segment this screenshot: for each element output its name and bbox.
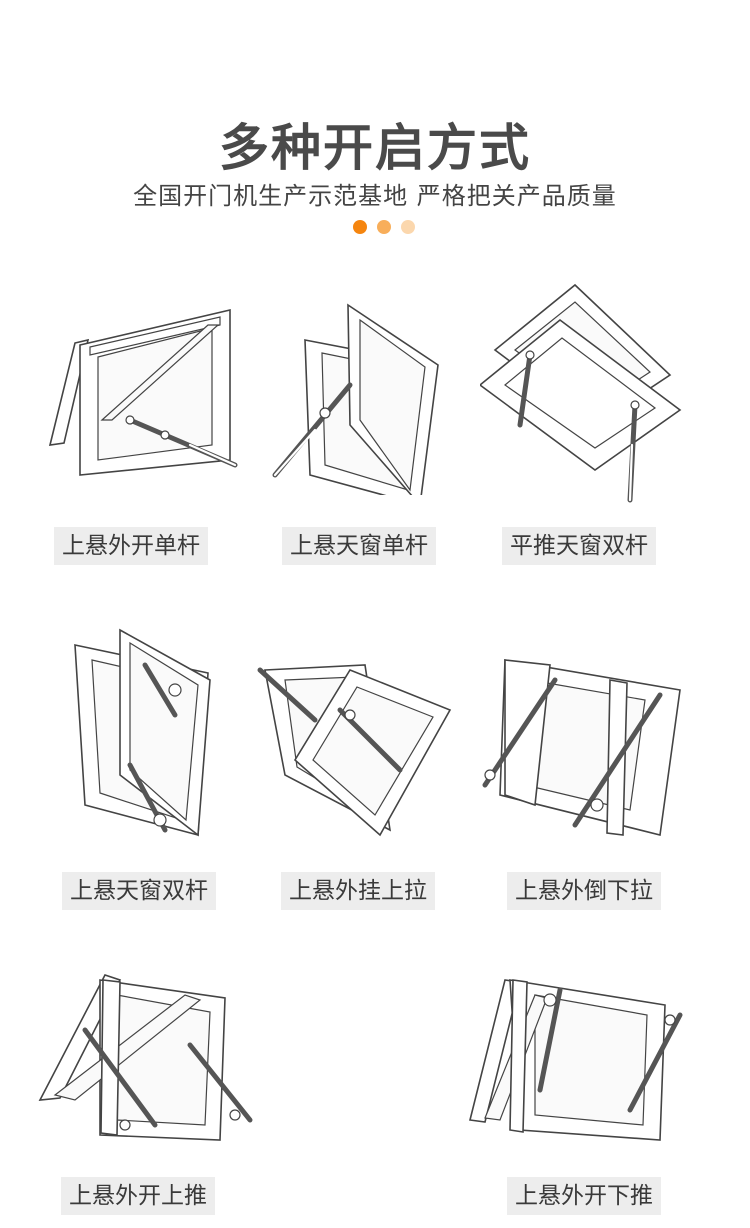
- dot-2: [377, 220, 391, 234]
- item-label: 上悬外挂上拉: [281, 872, 435, 910]
- top-hung-external-pull-up-diagram-icon: [257, 664, 452, 837]
- top-hung-outward-push-up-diagram-icon: [38, 974, 253, 1141]
- dot-1: [353, 220, 367, 234]
- top-hung-outward-single-rod-diagram-icon: [48, 308, 238, 476]
- item-label: 上悬外开单杆: [54, 527, 208, 565]
- item-label: 上悬天窗单杆: [282, 527, 436, 565]
- top-hung-skylight-single-rod-diagram-icon: [272, 303, 439, 495]
- item-label: 上悬外倒下拉: [507, 872, 661, 910]
- top-hung-outward-tilt-pull-down-diagram-icon: [482, 659, 681, 836]
- item-label: 上悬天窗双杆: [62, 872, 216, 910]
- opening-item-6: 上悬外倒下拉: [475, 655, 705, 910]
- page-subtitle: 全国开门机生产示范基地 严格把关产品质量: [133, 182, 617, 210]
- item-label: 平推天窗双杆: [502, 527, 656, 565]
- opening-item-5: 上悬外挂上拉: [255, 655, 485, 910]
- dot-3: [401, 220, 415, 234]
- opening-item-3: 平推天窗双杆: [480, 280, 710, 575]
- top-hung-outward-push-down-diagram-icon: [469, 979, 683, 1141]
- item-label: 上悬外开下推: [507, 1177, 661, 1215]
- opening-item-8: 上悬外开下推: [465, 970, 695, 1215]
- opening-item-7: 上悬外开上推: [35, 970, 265, 1215]
- item-label: 上悬外开上推: [61, 1177, 215, 1215]
- parallel-push-skylight-double-rod-diagram-icon: [480, 283, 682, 503]
- decorative-dots: [353, 220, 415, 234]
- page-title: 多种开启方式: [219, 119, 531, 177]
- opening-item-1: 上悬外开单杆: [40, 295, 270, 575]
- opening-item-4: 上悬天窗双杆: [60, 625, 290, 910]
- top-hung-skylight-double-rod-diagram-icon: [74, 628, 211, 837]
- opening-item-2: 上悬天窗单杆: [270, 295, 500, 575]
